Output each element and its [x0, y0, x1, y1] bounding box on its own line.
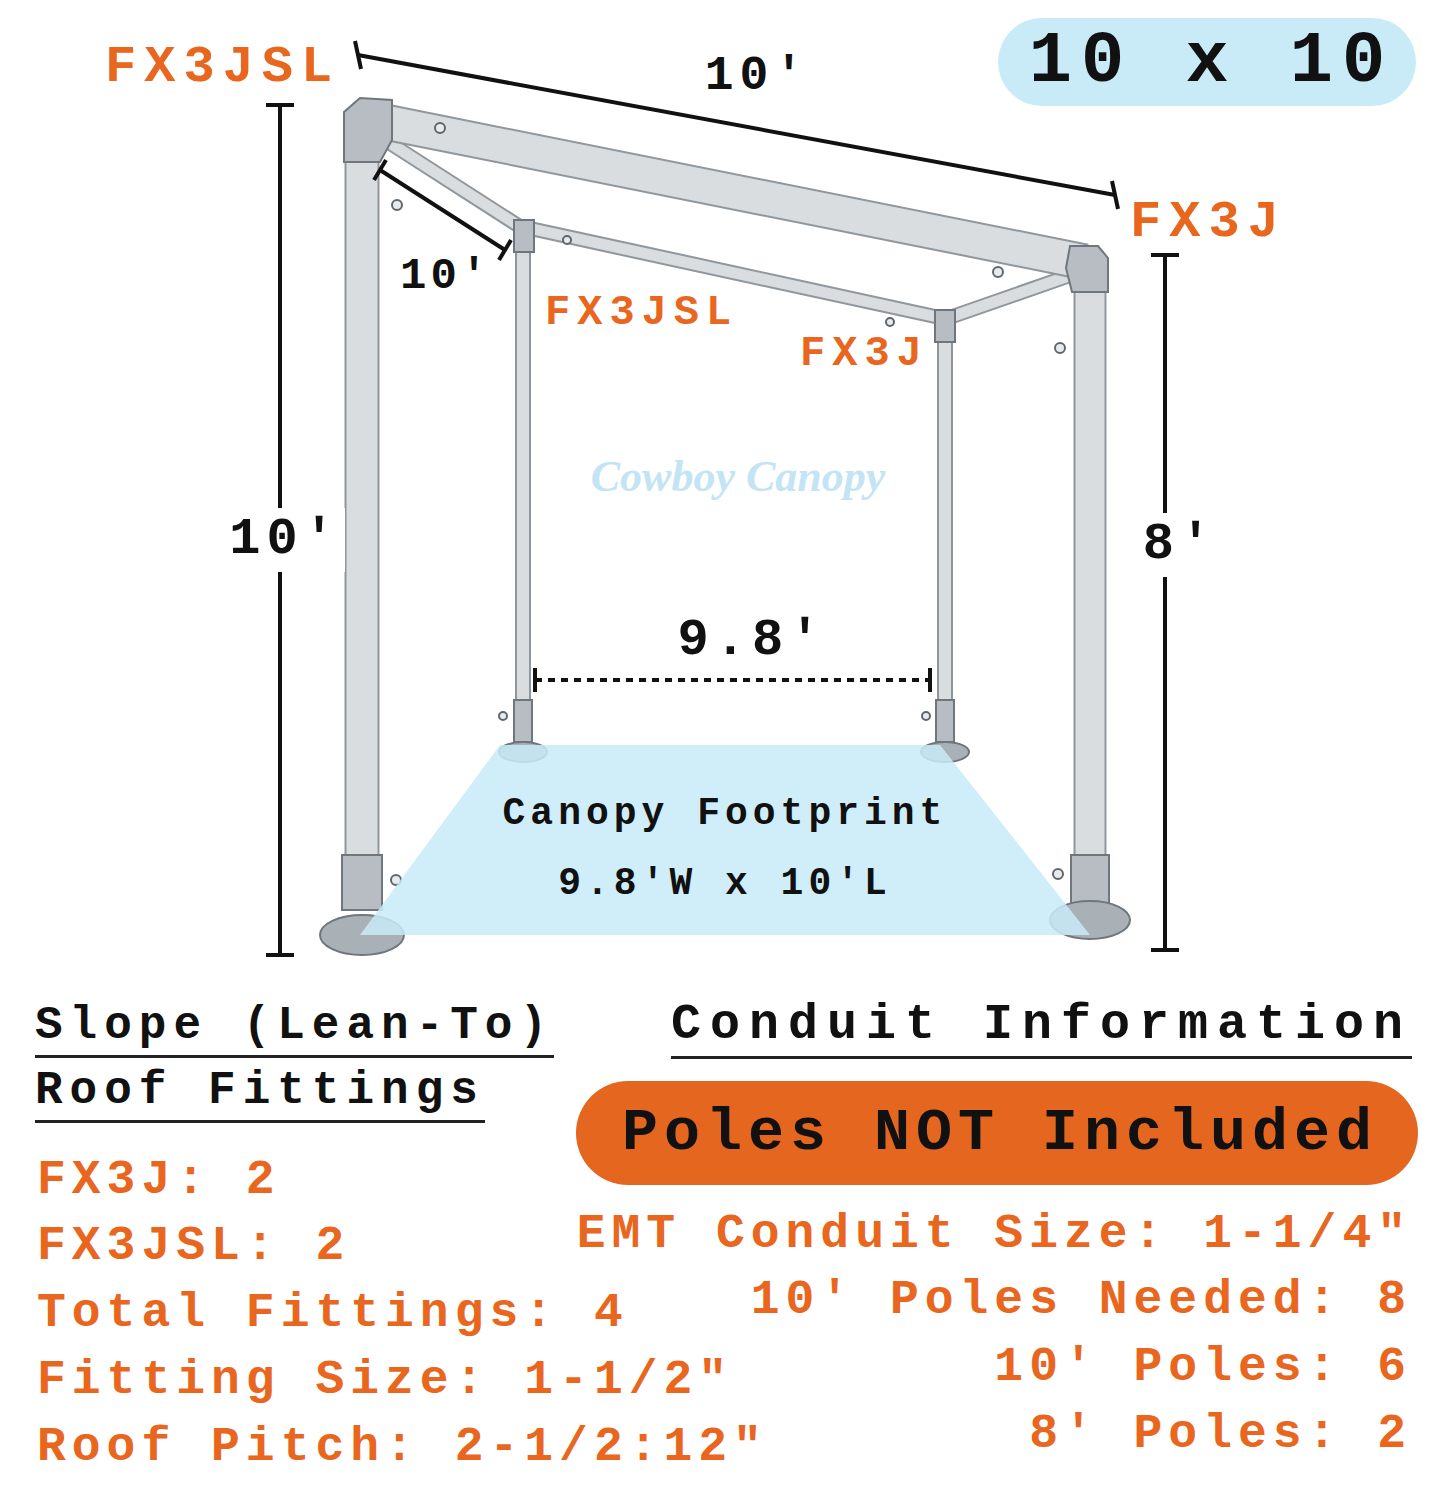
- dimension-lines: [266, 41, 1179, 955]
- dimension-line: [1163, 255, 1167, 950]
- eye-bolt: [499, 712, 507, 720]
- dimension-label: 10': [705, 52, 809, 100]
- fitting: [514, 220, 534, 252]
- badge-text: 10 x 10: [1020, 26, 1394, 98]
- base-sleeve: [936, 700, 954, 742]
- front-beam: [375, 120, 1085, 262]
- base-sleeve: [342, 855, 382, 910]
- pipe: [1076, 270, 1105, 860]
- fitting-label: FX3JSL: [545, 292, 738, 334]
- badge-text: Poles NOT Included: [616, 1103, 1378, 1163]
- dimension-tick: [499, 240, 511, 260]
- dimension-tick: [355, 41, 361, 69]
- base-sleeve: [514, 700, 532, 742]
- pipe: [347, 150, 378, 860]
- pipe-outline: [375, 120, 1085, 262]
- dimension-tick: [533, 668, 537, 692]
- pipe-outline: [1074, 270, 1107, 860]
- spec-line: FX3J: 2: [37, 1156, 281, 1204]
- pipe: [517, 230, 529, 710]
- eye-bolt: [993, 267, 1003, 277]
- spec-line: Roof Pitch: 2-1/2:12": [37, 1423, 768, 1471]
- dimension-tick: [266, 103, 294, 107]
- pipe-outline: [515, 230, 531, 710]
- size-badge: 10 x 10: [998, 18, 1416, 106]
- pipe-outline: [948, 272, 1080, 318]
- fitting: [935, 310, 955, 342]
- spec-line: Total Fittings: 4: [37, 1289, 629, 1337]
- corner-fitting: [1066, 246, 1108, 292]
- spec-line: 8' Poles: 2: [1029, 1410, 1412, 1458]
- spec-line: EMT Conduit Size: 1-1/4": [577, 1210, 1412, 1258]
- eye-bolt: [922, 712, 930, 720]
- dimension-label: 9.8': [678, 615, 827, 667]
- eye-bolt: [1055, 343, 1065, 353]
- spec-line: Fitting Size: 1-1/2": [37, 1356, 733, 1404]
- dimension-tick: [928, 668, 932, 692]
- watermark: Cowboy Canopy: [591, 455, 886, 499]
- spec-line: 10' Poles Needed: 8: [751, 1276, 1412, 1324]
- dimension-tick: [1151, 948, 1179, 952]
- eye-bolt: [886, 318, 894, 326]
- dimension-tick: [266, 953, 294, 957]
- dimension-label: 8': [1139, 513, 1221, 577]
- area-heading: Canopy Footprint: [503, 777, 948, 833]
- fitting-label: FX3J: [800, 333, 929, 375]
- dimension-tick: [1151, 253, 1179, 257]
- pipe-outline: [937, 320, 953, 710]
- dimension-label: 10': [400, 254, 491, 298]
- fitting-label: FX3J: [1130, 197, 1287, 249]
- dimension-line: [380, 170, 505, 250]
- eye-bolt: [392, 200, 402, 210]
- area-dimensions: 9.8'W x 10'L: [558, 847, 892, 903]
- pipe-outline: [345, 150, 380, 860]
- dimension-label: 10': [225, 508, 345, 572]
- dimension-line: [535, 678, 930, 682]
- dimension-tick: [374, 160, 386, 180]
- eye-bolt: [563, 236, 571, 244]
- eye-bolt: [1053, 869, 1063, 879]
- footprint-area: Canopy Footprint 9.8'W x 10'L: [360, 745, 1090, 935]
- pipe: [375, 120, 1085, 262]
- spec-line: 10' Poles: 6: [994, 1343, 1412, 1391]
- notice-banner: Poles NOT Included: [576, 1081, 1418, 1185]
- spec-line: FX3JSL: 2: [37, 1222, 350, 1270]
- section-heading: Roof Fittings: [35, 1068, 485, 1123]
- corner-fitting: [344, 98, 392, 162]
- footprint-shape: [360, 745, 1090, 935]
- front-fittings: [320, 98, 1130, 955]
- dimension-tick: [1112, 181, 1118, 209]
- back-fittings: [499, 220, 969, 762]
- footprint-fill: [360, 745, 1090, 935]
- section-heading: Conduit Information: [671, 1000, 1412, 1059]
- fitting-label: FX3JSL: [105, 42, 340, 94]
- pipe: [948, 272, 1080, 318]
- eye-bolt: [435, 123, 445, 133]
- section-heading: Slope (Lean-To): [35, 1003, 554, 1058]
- pipe: [939, 320, 951, 710]
